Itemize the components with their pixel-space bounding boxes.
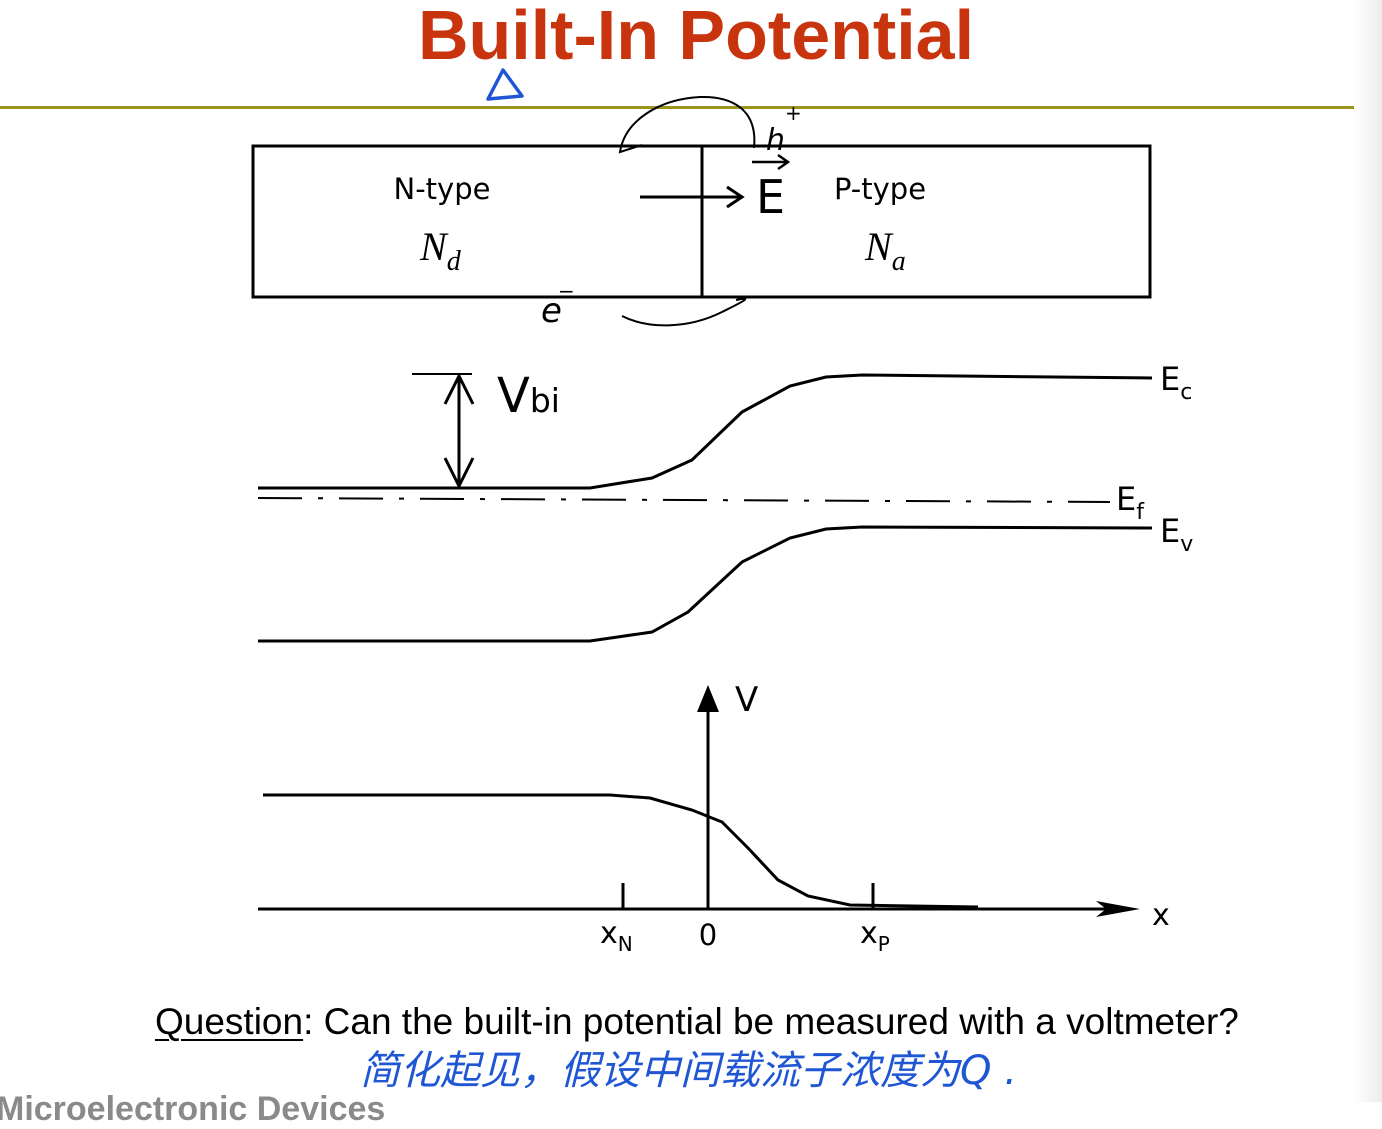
valence-band-edge: [258, 525, 1153, 643]
xn-label: xN: [600, 916, 633, 956]
potential-plot: [258, 685, 1140, 917]
handwritten-note: 简化起见，假设中间载流子浓度为Q .: [360, 1048, 1017, 1094]
y-axis-label: V: [735, 680, 758, 720]
question-text: Question: Can the built-in potential be …: [155, 1000, 1375, 1044]
electron-charge-label: −: [558, 279, 575, 303]
electric-field-label: E: [756, 170, 785, 224]
window-edge-shadow: [1354, 0, 1382, 1102]
title-divider: [0, 106, 1382, 109]
pn-junction-box: [251, 144, 1152, 299]
electron-label: e: [541, 291, 562, 331]
vector-arrow-icon: [752, 153, 791, 171]
question-prefix: Question: [155, 1001, 304, 1042]
band-diagram: [257, 372, 1153, 643]
field-annotation: [640, 153, 791, 209]
footer-course-title: Microelectronic Devices: [0, 1090, 386, 1128]
p-type-label: P-type: [834, 172, 926, 206]
handwritten-triangle-mark: [486, 68, 524, 101]
donor-density-label: Nd: [419, 224, 462, 277]
acceptor-density-label: Na: [864, 224, 906, 277]
hole-label: h: [766, 123, 785, 158]
field-arrow-head: [726, 185, 745, 209]
conduction-band-edge: [258, 373, 1153, 490]
fermi-level-line: [257, 497, 1111, 503]
built-in-potential-figure: N-type P-type Nd Na E h + e − Vbi Ec Ef: [251, 68, 1193, 956]
xp-label: xP: [860, 916, 890, 956]
ef-label: Ef: [1116, 480, 1145, 525]
vbi-label: Vbi: [497, 368, 560, 424]
x-axis-label: x: [1152, 898, 1170, 933]
ec-label: Ec: [1160, 360, 1192, 405]
electron-drift-arc: [621, 297, 747, 327]
vbi-arrow-top: [443, 372, 475, 405]
origin-label: 0: [699, 918, 717, 952]
n-type-label: N-type: [394, 172, 491, 206]
vbi-arrow-bottom: [443, 457, 475, 490]
hole-drift-arc: [618, 95, 756, 154]
potential-curve: [263, 793, 979, 909]
question-body: : Can the built-in potential be measured…: [303, 1001, 1239, 1042]
x-axis-arrowhead: [1096, 901, 1140, 917]
ev-label: Ev: [1160, 512, 1193, 557]
hole-charge-label: +: [785, 101, 802, 125]
slide-title: Built-In Potential: [417, 0, 975, 74]
y-axis-arrowhead: [697, 685, 719, 712]
